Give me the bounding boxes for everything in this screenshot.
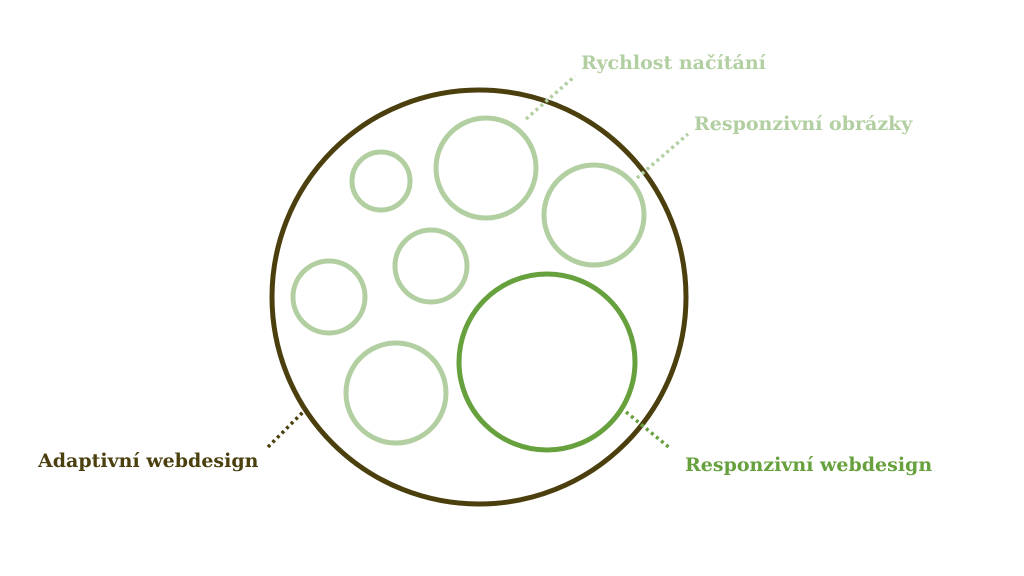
- responsive-webdesign-label: Responzivní webdesign: [685, 454, 933, 476]
- responsive-images-leader: [635, 132, 690, 180]
- small-circle-3: [290, 258, 368, 336]
- responsive-images-label: Responzivní obrázky: [694, 113, 913, 135]
- adaptive-webdesign-leader: [266, 410, 305, 449]
- responsive-images-circle: [541, 162, 647, 268]
- responsive-webdesign-circle: [456, 271, 638, 453]
- small-circle-4: [343, 340, 449, 446]
- adaptive-webdesign-label: Adaptivní webdesign: [38, 450, 259, 472]
- load-speed-leader: [524, 74, 577, 121]
- small-circle-2: [392, 227, 470, 305]
- load-speed-circle: [433, 115, 539, 221]
- adaptive-webdesign-circle: [269, 87, 689, 507]
- load-speed-label: Rychlost načítání: [581, 52, 766, 74]
- small-circle-1: [349, 149, 413, 213]
